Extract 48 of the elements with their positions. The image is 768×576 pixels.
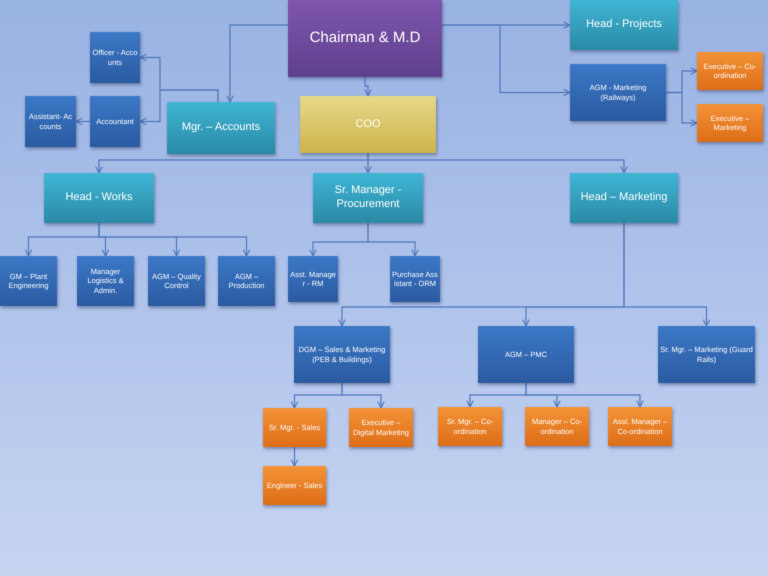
position-box xyxy=(390,256,440,302)
job-title: Head – Marketing xyxy=(580,191,668,205)
position-box xyxy=(438,407,502,446)
connector-arrow xyxy=(623,223,710,327)
connector-arrow xyxy=(367,153,628,174)
position-box xyxy=(478,326,574,383)
connector-arrow xyxy=(525,383,644,408)
position-box xyxy=(525,407,589,446)
job-title: Mgr. – Accounts xyxy=(182,121,260,135)
department-box xyxy=(167,102,275,154)
position-box xyxy=(658,326,755,383)
department-box xyxy=(570,0,678,50)
position-box xyxy=(90,96,140,147)
connector-arrow xyxy=(98,223,250,257)
position-box xyxy=(349,408,413,447)
department-box xyxy=(313,173,423,223)
connector-arrow xyxy=(139,89,219,126)
position-box xyxy=(0,256,57,306)
connector-arrow xyxy=(442,24,571,96)
connector-arrow xyxy=(364,77,372,97)
position-box xyxy=(294,326,390,383)
connector-arrow xyxy=(75,118,90,126)
department-box xyxy=(570,173,678,223)
position-box xyxy=(697,52,763,90)
job-title: Sr. Manager - Procurement xyxy=(334,184,402,212)
connector-arrow xyxy=(367,223,419,257)
department-box xyxy=(44,173,154,223)
job-title: Head - Projects xyxy=(586,18,662,32)
position-box xyxy=(77,256,134,306)
position-box xyxy=(263,408,326,447)
position-box xyxy=(263,466,326,505)
position-box xyxy=(25,96,76,147)
connector-arrow xyxy=(666,92,698,127)
chairman-box xyxy=(288,0,442,77)
position-box xyxy=(697,104,763,142)
job-title: COO xyxy=(355,118,381,132)
position-box xyxy=(608,407,672,446)
connector-arrow xyxy=(290,447,298,467)
position-box xyxy=(288,256,338,302)
job-title: Head - Works xyxy=(65,191,133,205)
job-title: Chairman & M.D xyxy=(310,29,420,48)
connector-arrow xyxy=(341,383,385,409)
position-box xyxy=(570,64,666,121)
position-box xyxy=(148,256,205,306)
position-box xyxy=(218,256,275,306)
position-box xyxy=(90,32,140,83)
connector-arrow xyxy=(226,24,288,103)
coo-box xyxy=(300,96,436,153)
